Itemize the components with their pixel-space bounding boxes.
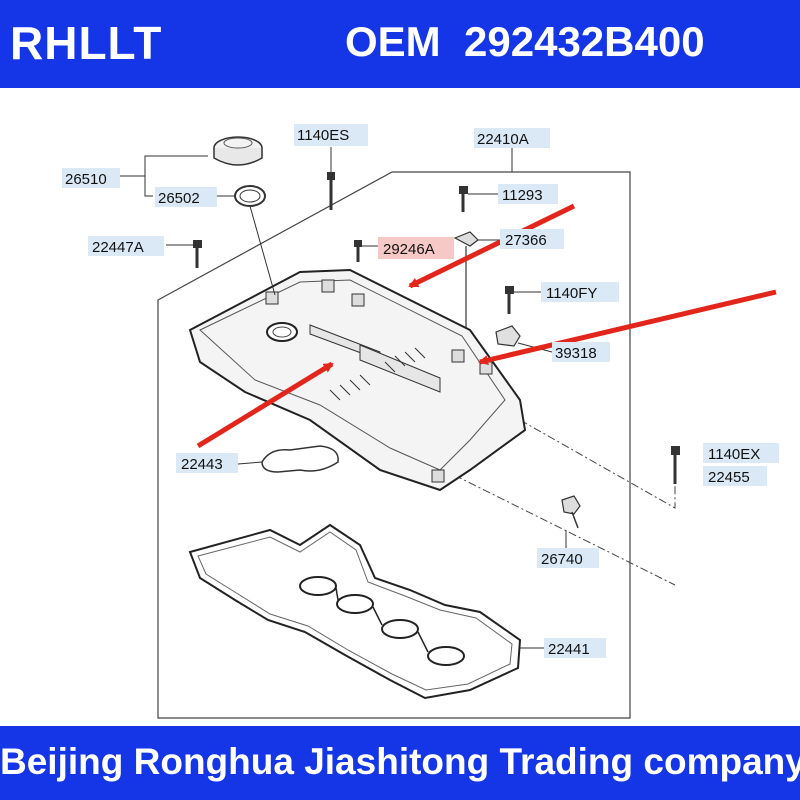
part-label-26510: 26510 [62,168,120,188]
highlight-arrows [196,203,777,449]
part-label-22441: 22441 [544,638,606,658]
svg-text:11293: 11293 [502,187,543,204]
svg-text:22455: 22455 [708,469,750,486]
top-banner: RHLLT OEM 292432B400 [0,0,800,88]
bolt-11293 [459,186,468,212]
brand-name: RHLLT [10,17,163,69]
svg-text:26510: 26510 [65,171,107,188]
part-label-1140EX: 1140EX [703,443,779,463]
part-label-11293: 11293 [498,184,558,204]
bolt-1140FY [505,286,514,314]
oem-part-number: 292432B400 [464,18,705,65]
svg-text:26740: 26740 [541,551,583,568]
callout-leaders [120,147,567,649]
filler-cap-gasket [234,185,266,207]
svg-text:27366: 27366 [505,232,547,249]
gasket-22441 [188,523,522,700]
bolt-29246A [354,240,362,262]
leader-line [519,419,676,509]
oil-filler-cap [213,136,263,166]
part-label-26502: 26502 [155,187,217,207]
part-label-29246A: 29246A [378,237,454,259]
oem-number: OEM 292432B400 [345,18,705,66]
part-label-1140FY: 1140FY [541,282,619,302]
bolt-1140ES [327,172,335,210]
svg-text:26502: 26502 [158,190,200,207]
svg-text:22410A: 22410A [477,131,529,148]
svg-text:22443: 22443 [181,456,223,473]
part-label-22455: 22455 [703,466,767,486]
parts-diagram: 26510 26502 1140ES 22410A 11293 22447A 2… [62,124,779,719]
bolt-1140EX [671,446,680,484]
part-label-1140ES: 1140ES [294,124,368,146]
svg-text:22441: 22441 [548,641,590,658]
part-label-22410A: 22410A [474,128,550,148]
spark-plug-gaskets [299,576,465,666]
sensor-26740 [561,495,581,529]
svg-text:1140FY: 1140FY [546,285,597,302]
bolt-22447A [193,240,202,268]
svg-text:1140EX: 1140EX [708,446,760,463]
gasket-22443 [261,445,339,473]
svg-text:39318: 39318 [555,345,597,362]
leader-line [439,467,676,586]
company-name: Beijing Ronghua Jiashitong Trading compa… [0,741,800,782]
svg-text:22447A: 22447A [92,239,144,256]
part-label-39318: 39318 [552,342,610,362]
bottom-banner: Beijing Ronghua Jiashitong Trading compa… [0,726,800,800]
part-label-22447A: 22447A [88,236,164,256]
part-label-22443: 22443 [176,453,238,473]
part-label-27366: 27366 [500,229,564,249]
oem-prefix: OEM [345,18,441,65]
valve-cover [188,268,527,492]
svg-text:29246A: 29246A [383,241,435,258]
svg-text:1140ES: 1140ES [297,127,349,144]
part-label-26740: 26740 [537,548,599,568]
sensor-39318 [495,325,521,347]
